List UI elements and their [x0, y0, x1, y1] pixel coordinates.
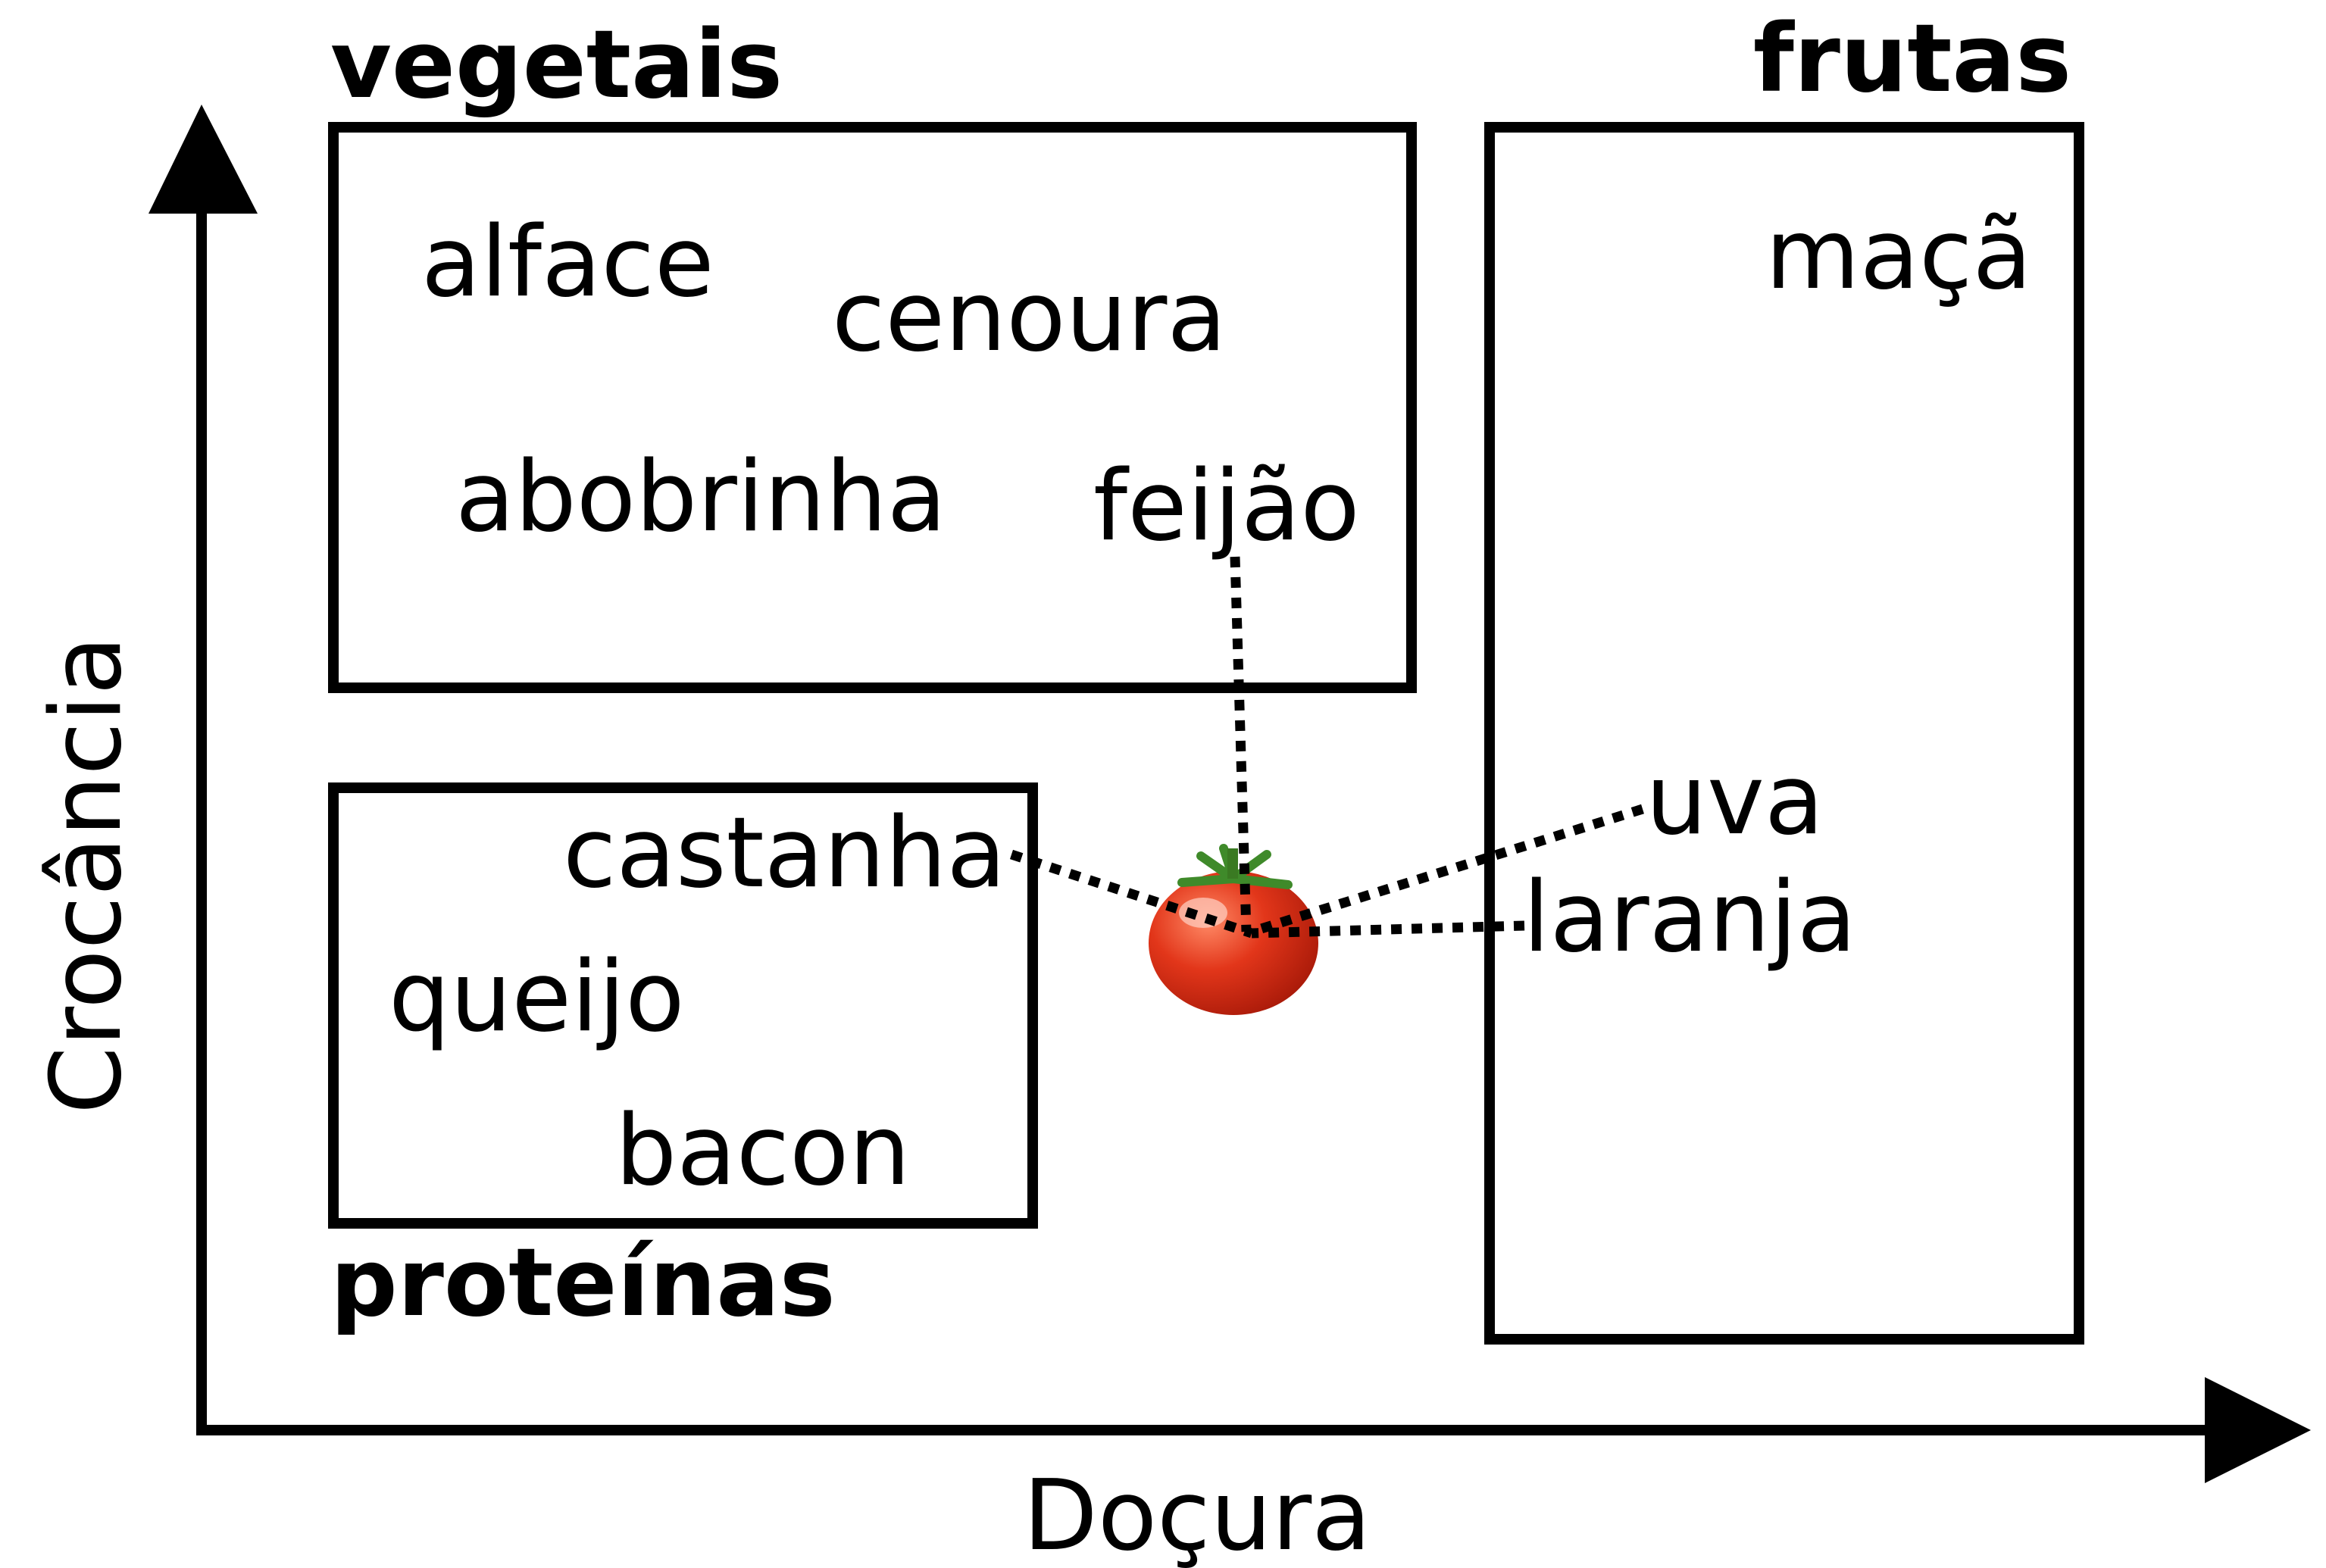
group-fruits: frutas maçã uva laranja [1484, 5, 2084, 1345]
fruits-box [1484, 122, 2084, 1345]
item-cenoura: cenoura [832, 261, 1227, 373]
link-laranja [1251, 920, 1525, 939]
item-abobrinha: abobrinha [455, 441, 946, 554]
item-maca: maçã [1765, 198, 2032, 311]
vegetables-label: vegetais [330, 11, 783, 120]
item-feijao: feijão [1093, 450, 1360, 563]
y-axis-label: Crocância [30, 636, 143, 1114]
item-uva: uva [1646, 744, 1824, 857]
item-alface: alface [421, 206, 714, 319]
link-feijao [1230, 556, 1252, 932]
proteins-box [328, 782, 1038, 1229]
item-bacon: bacon [615, 1095, 911, 1207]
fruits-label: frutas [1753, 5, 2071, 114]
y-axis-arrow-icon [149, 105, 258, 214]
vegetables-box [328, 122, 1417, 693]
link-uva [1250, 804, 1644, 937]
group-vegetables: vegetais alface cenoura abobrinha feijão [328, 11, 1417, 693]
item-castanha: castanha [563, 797, 1006, 910]
proteins-label: proteínas [330, 1229, 836, 1338]
item-queijo: queijo [389, 941, 685, 1054]
x-axis-label: Doçura [1023, 1460, 1371, 1568]
x-axis-arrow-icon [2205, 1377, 2311, 1483]
link-castanha [1009, 849, 1254, 939]
nearest-neighbor-links [1009, 556, 1644, 939]
tomato-icon [1149, 844, 1318, 1015]
item-laranja: laranja [1523, 861, 1856, 974]
axes: Doçura Crocância [30, 105, 2311, 1568]
group-proteins: proteínas castanha queijo bacon [328, 782, 1038, 1338]
